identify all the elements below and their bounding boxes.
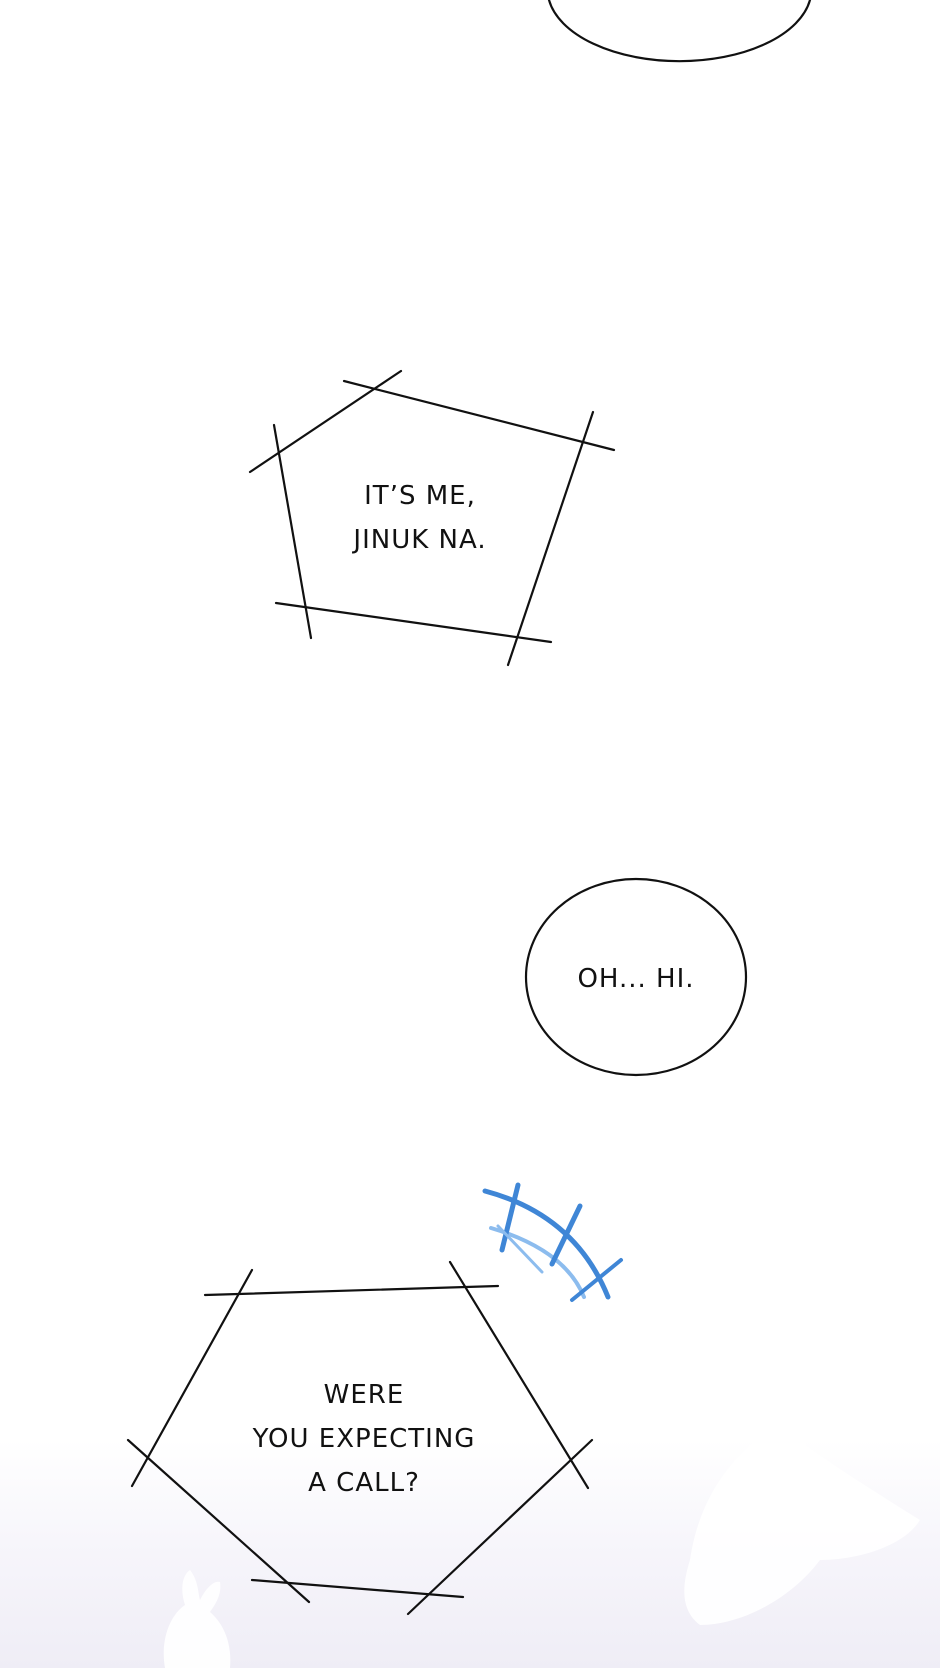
pentagon-speech-bubble — [248, 369, 616, 667]
blue-sfx-mark — [482, 1182, 623, 1302]
ellipse-speech-bubble — [524, 877, 748, 1077]
bubble-text-line: A CALL? — [308, 1468, 420, 1498]
hexagon-bubble-text: WERE YOU EXPECTING A CALL? — [238, 1373, 490, 1505]
top-speech-bubble-edge — [547, 0, 812, 63]
small-rabbit-silhouette — [163, 1570, 231, 1668]
bubble-text-line: JINUK NA. — [353, 525, 487, 555]
background-rabbit-silhouettes — [163, 1355, 920, 1668]
bubble-text-line: OH... HI. — [577, 964, 695, 994]
bubble-text-line: WERE — [323, 1380, 405, 1410]
ellipse-bubble-text: OH... HI. — [566, 957, 706, 1001]
pentagon-bubble-text: IT’S ME, JINUK NA. — [330, 474, 510, 562]
hexagon-speech-bubble — [126, 1260, 594, 1616]
bubble-text-line: YOU EXPECTING — [252, 1424, 476, 1454]
large-rabbit-silhouette — [684, 1355, 920, 1625]
bubble-text-line: IT’S ME, — [364, 481, 476, 511]
